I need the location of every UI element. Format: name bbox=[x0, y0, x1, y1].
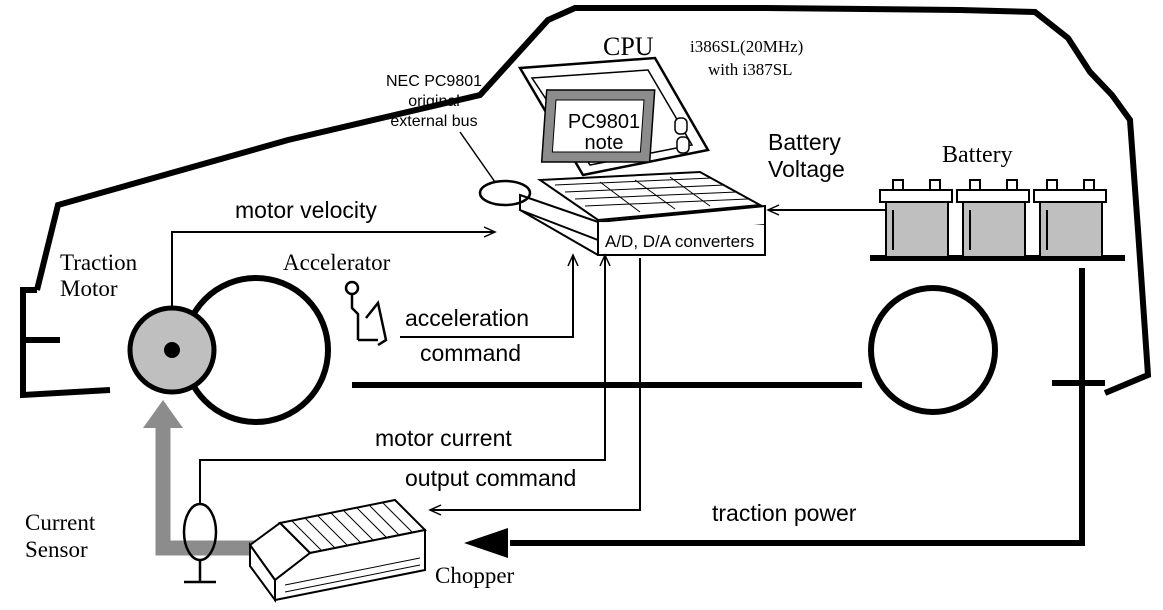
battery-cell-2 bbox=[956, 179, 1030, 258]
screen-label-line2: note bbox=[585, 132, 624, 154]
cpu-spec-line1: i386SL(20MHz) bbox=[690, 37, 803, 56]
laptop-computer bbox=[517, 56, 766, 256]
accelerator-label: Accelerator bbox=[283, 250, 391, 275]
battery-voltage-label-line1: Battery bbox=[768, 129, 841, 155]
motor-velocity-line bbox=[171, 226, 497, 308]
rear-wheel bbox=[868, 285, 998, 415]
traction-motor-label-line1: Traction bbox=[60, 250, 138, 275]
traction-motor-label-line2: Motor bbox=[60, 276, 118, 301]
traction-power-label: traction power bbox=[712, 500, 857, 526]
battery-cells bbox=[879, 179, 1107, 258]
converters-label: A/D, D/A converters bbox=[605, 232, 754, 251]
current-sensor bbox=[182, 502, 218, 584]
nec-label-line3: external bus bbox=[390, 113, 477, 130]
external-bus-cable bbox=[478, 179, 532, 207]
chopper-label: Chopper bbox=[435, 563, 515, 588]
traction-motor bbox=[127, 305, 217, 395]
output-command-line bbox=[428, 258, 641, 516]
nec-label-line2: original bbox=[408, 93, 460, 110]
car-body-outline bbox=[20, 5, 1152, 399]
output-command-label: output command bbox=[405, 465, 576, 491]
battery-cell-1 bbox=[879, 179, 953, 258]
battery-label: Battery bbox=[942, 142, 1013, 168]
acceleration-command-label-line1: acceleration bbox=[405, 305, 529, 331]
cpu-label: CPU bbox=[603, 32, 654, 61]
nec-label-line1: NEC PC9801 bbox=[386, 73, 482, 90]
acceleration-command-label-line2: command bbox=[420, 340, 521, 366]
screen-label-line1: PC9801 bbox=[568, 111, 640, 133]
battery-voltage-label-line2: Voltage bbox=[768, 156, 845, 182]
signal-lines bbox=[171, 204, 885, 516]
motor-current-label: motor current bbox=[375, 425, 512, 451]
motor-velocity-label: motor velocity bbox=[235, 197, 377, 223]
current-sensor-label-line1: Current bbox=[25, 510, 96, 535]
traction-power-line bbox=[464, 268, 1085, 558]
chopper bbox=[248, 498, 428, 604]
current-sensor-label-line2: Sensor bbox=[25, 537, 88, 562]
acceleration-command-line bbox=[400, 253, 579, 338]
motor-current-line bbox=[199, 253, 611, 505]
accelerator-pedal bbox=[344, 280, 388, 347]
cpu-spec-line2: with i387SL bbox=[708, 60, 793, 79]
battery-cell-3 bbox=[1033, 179, 1107, 258]
motor-feed-path bbox=[143, 400, 265, 556]
nec-pointer-line bbox=[459, 131, 496, 183]
